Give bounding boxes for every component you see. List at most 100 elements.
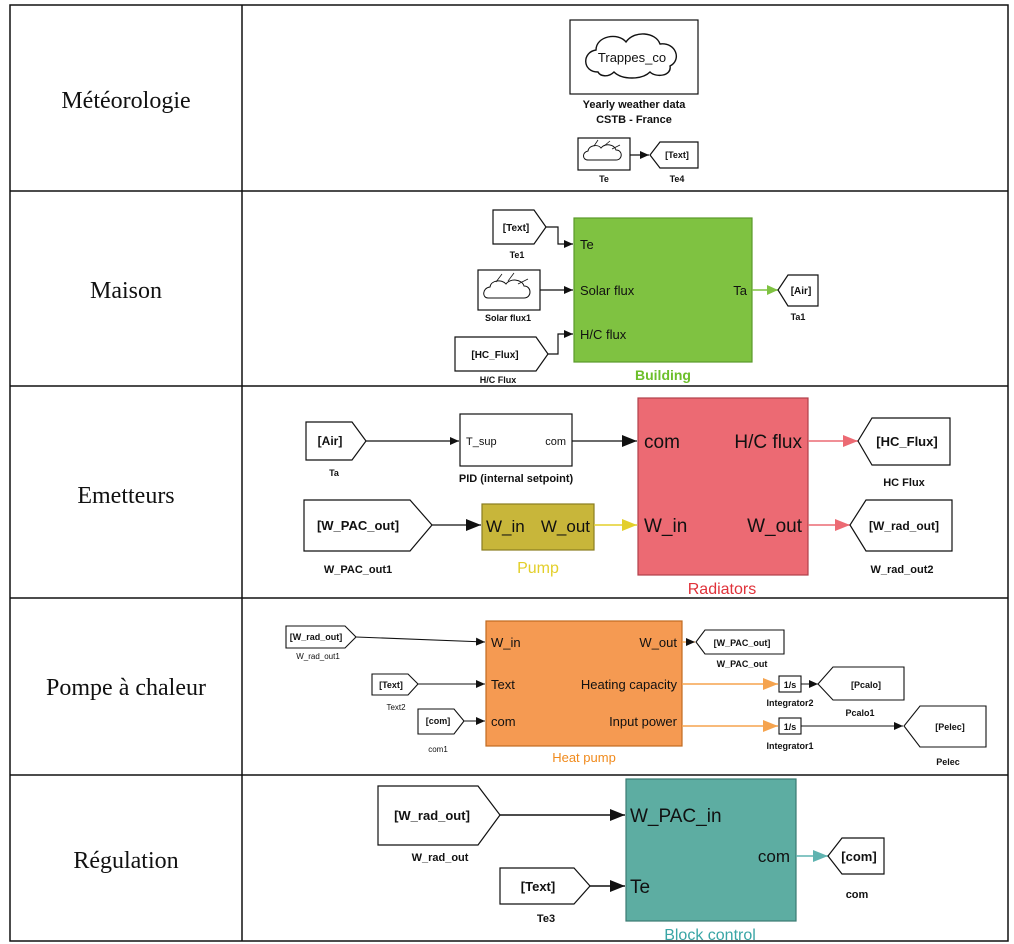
goto-pelec[interactable]: [Pelec] <box>903 705 987 748</box>
from-name: Text2 <box>386 703 406 712</box>
integrator1-block[interactable]: 1/s <box>778 717 802 735</box>
solar-flux-source-name: Solar flux1 <box>485 313 531 323</box>
heat-pump-port-heating-capacity: Heating capacity <box>581 677 678 692</box>
te-source-block[interactable] <box>577 137 631 171</box>
cloud-icon <box>585 33 678 79</box>
integrator-name: Integrator2 <box>766 698 813 708</box>
from-w-rad-out1[interactable]: [W_rad_out] <box>285 625 357 649</box>
block-control-port-w-pac-in: W_PAC_in <box>630 806 722 827</box>
from-tag: [Text] <box>379 680 403 690</box>
radiators-block[interactable]: com W_in H/C flux W_out <box>637 397 809 576</box>
building-port-ta: Ta <box>733 283 748 298</box>
row-label-regulation: Régulation <box>73 848 178 874</box>
pump-block[interactable]: W_in W_out <box>481 503 595 551</box>
goto-name: Pelec <box>936 757 960 767</box>
goto-text-te4[interactable]: [Text] <box>649 141 699 169</box>
block-control-block[interactable]: W_PAC_in Te com <box>625 778 797 922</box>
goto-name: com <box>846 889 869 901</box>
from-name: Te3 <box>537 913 555 925</box>
goto-air-ta1[interactable]: [Air] <box>777 274 819 307</box>
from-tag: [Text] <box>521 879 555 894</box>
goto-hc-flux[interactable]: [HC_Flux] <box>857 417 951 466</box>
block-control-port-com: com <box>758 847 790 866</box>
goto-w-pac-out[interactable]: [W_PAC_out] <box>695 629 785 655</box>
pump-name: Pump <box>517 560 559 577</box>
row-label-meteorologie: Météorologie <box>61 88 190 114</box>
goto-tag: [Text] <box>665 150 689 160</box>
goto-name: HC Flux <box>883 477 925 489</box>
integrator2-block[interactable]: 1/s <box>778 675 802 693</box>
heat-pump-name: Heat pump <box>552 750 616 765</box>
goto-name: W_rad_out2 <box>871 564 934 576</box>
integrator-name: Integrator1 <box>766 741 813 751</box>
radiators-port-w-in: W_in <box>644 516 687 537</box>
heat-pump-port-w-in: W_in <box>491 635 521 650</box>
pid-name: PID (internal setpoint) <box>459 473 574 485</box>
from-tag: [Text] <box>503 223 529 234</box>
from-name: Te1 <box>510 250 525 260</box>
solar-flux-source-block[interactable] <box>477 269 541 311</box>
heat-pump-port-text: Text <box>491 677 515 692</box>
goto-tag: [W_PAC_out] <box>714 638 771 648</box>
from-tag: [W_rad_out] <box>290 632 343 642</box>
from-name: Ta <box>329 468 340 478</box>
from-com-com1[interactable]: [com] <box>417 708 465 735</box>
goto-name: Te4 <box>670 174 685 184</box>
building-port-te: Te <box>580 237 594 252</box>
from-name: W_PAC_out1 <box>324 564 392 576</box>
from-w-pac-out[interactable]: [W_PAC_out] <box>303 499 433 552</box>
goto-tag: [Air] <box>791 286 812 297</box>
te-source-name: Te <box>599 174 609 184</box>
radiators-name: Radiators <box>688 581 756 598</box>
heat-pump-block[interactable]: W_in Text com W_out Heating capacity Inp… <box>485 620 683 747</box>
pid-port-com: com <box>545 436 566 448</box>
from-text-te3[interactable]: [Text] <box>499 867 591 905</box>
goto-name: Pcalo1 <box>845 708 874 718</box>
cloud-icon <box>483 279 531 299</box>
wire <box>548 330 573 355</box>
goto-com[interactable]: [com] <box>827 837 885 875</box>
weather-data-block[interactable]: Trappes_co <box>569 19 699 95</box>
building-name: Building <box>635 367 691 383</box>
pump-port-w-out: W_out <box>541 517 590 536</box>
integrator-label: 1/s <box>784 680 797 690</box>
goto-name: W_PAC_out <box>717 659 768 669</box>
from-text-text2[interactable]: [Text] <box>371 673 419 696</box>
from-text-te1[interactable]: [Text] <box>492 209 547 245</box>
radiators-port-w-out: W_out <box>747 516 803 537</box>
from-name: W_rad_out <box>412 852 469 864</box>
goto-tag: [Pelec] <box>935 722 965 732</box>
from-w-rad-out[interactable]: [W_rad_out] <box>377 785 501 846</box>
goto-pcalo[interactable]: [Pcalo] <box>817 666 905 701</box>
heat-pump-port-com: com <box>491 714 516 729</box>
table-grid <box>9 4 1009 942</box>
building-port-hc-flux: H/C flux <box>580 327 627 342</box>
heat-pump-port-input-power: Input power <box>609 714 678 729</box>
building-port-solar-flux: Solar flux <box>580 283 635 298</box>
weather-caption-line2: CSTB - France <box>596 114 672 126</box>
goto-tag: [W_rad_out] <box>869 519 939 533</box>
from-tag: [Air] <box>318 434 343 448</box>
integrator-label: 1/s <box>784 722 797 732</box>
from-air-ta[interactable]: [Air] <box>305 421 367 461</box>
from-tag: [W_PAC_out] <box>317 518 399 533</box>
weather-caption-line1: Yearly weather data <box>583 99 687 111</box>
radiators-port-com: com <box>644 432 680 453</box>
from-name: W_rad_out1 <box>296 652 340 661</box>
cloud-icon <box>583 144 622 161</box>
from-hc-flux[interactable]: [HC_Flux] <box>454 336 549 372</box>
from-tag: [com] <box>426 716 451 726</box>
goto-w-rad-out2[interactable]: [W_rad_out] <box>849 499 953 552</box>
building-block[interactable]: Te Solar flux H/C flux Ta <box>573 217 753 363</box>
goto-name: Ta1 <box>791 312 806 322</box>
wire <box>546 226 573 248</box>
weather-cloud-label: Trappes_co <box>598 50 666 65</box>
block-control-name: Block control <box>664 927 756 944</box>
row-label-maison: Maison <box>90 278 162 304</box>
pump-port-w-in: W_in <box>486 517 525 536</box>
from-tag: [HC_Flux] <box>471 350 518 361</box>
goto-tag: [HC_Flux] <box>876 434 937 449</box>
pid-controller-block[interactable]: T_sup com <box>459 413 573 467</box>
row-label-emetteurs: Emetteurs <box>77 483 174 509</box>
